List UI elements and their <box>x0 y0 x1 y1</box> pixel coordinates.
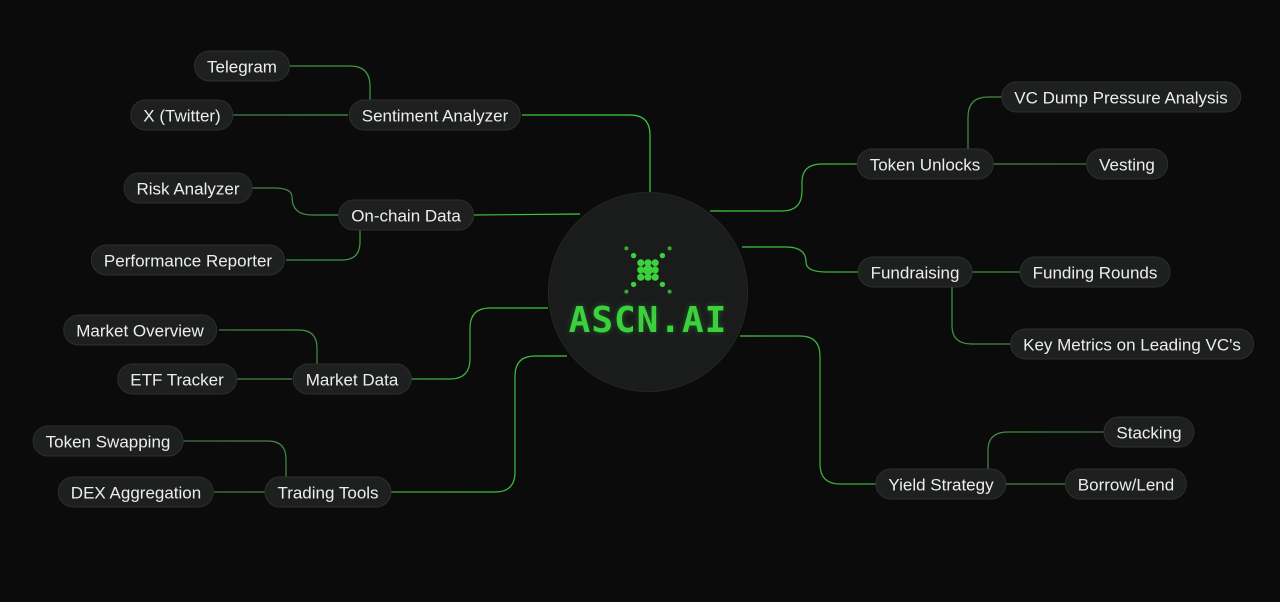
node-x-twitter[interactable]: X (Twitter) <box>130 99 234 131</box>
logo-dot <box>624 289 629 294</box>
node-dex-aggregation[interactable]: DEX Aggregation <box>57 476 215 508</box>
logo-dot <box>659 281 666 288</box>
logo-dot <box>667 246 672 251</box>
logo-dot <box>651 266 659 274</box>
logo-dot <box>659 252 666 259</box>
logo-dot <box>667 289 672 294</box>
logo-dot <box>644 273 652 281</box>
node-performance-reporter[interactable]: Performance Reporter <box>90 244 286 276</box>
link-hub-sentiment <box>522 114 651 192</box>
hub-title: ASCN.AI <box>568 300 728 341</box>
logo-dot <box>651 259 659 267</box>
logo-dot <box>644 259 652 267</box>
center-hub: ASCN.AI <box>548 192 748 392</box>
link-hub-unlocks <box>710 163 858 212</box>
logo-dot <box>630 252 637 259</box>
link-market-overview <box>219 329 318 364</box>
node-market-data[interactable]: Market Data <box>292 363 412 395</box>
link-onchain-performance <box>286 230 361 261</box>
node-etf-tracker[interactable]: ETF Tracker <box>117 363 237 395</box>
link-fundraising-metrics <box>951 287 1011 345</box>
node-sentiment-analyzer[interactable]: Sentiment Analyzer <box>348 99 522 131</box>
node-key-metrics-leading-vcs[interactable]: Key Metrics on Leading VC's <box>1010 328 1254 360</box>
node-risk-analyzer[interactable]: Risk Analyzer <box>123 172 253 204</box>
logo-dot <box>637 266 645 274</box>
node-vc-dump-pressure-analysis[interactable]: VC Dump Pressure Analysis <box>1001 81 1241 113</box>
node-trading-tools[interactable]: Trading Tools <box>264 476 392 508</box>
link-hub-trading <box>391 355 567 493</box>
node-telegram[interactable]: Telegram <box>194 50 290 82</box>
node-borrow-lend[interactable]: Borrow/Lend <box>1064 468 1188 500</box>
node-funding-rounds[interactable]: Funding Rounds <box>1019 256 1171 288</box>
link-hub-yield <box>740 335 876 485</box>
node-on-chain-data[interactable]: On-chain Data <box>338 199 474 231</box>
link-onchain-risk <box>249 187 338 216</box>
link-hub-onchain <box>472 213 581 216</box>
node-token-unlocks[interactable]: Token Unlocks <box>856 148 994 180</box>
link-sentiment-telegram <box>288 65 371 100</box>
node-yield-strategy[interactable]: Yield Strategy <box>875 468 1007 500</box>
logo-dot <box>630 281 637 288</box>
link-unlocks-vc <box>967 96 1003 149</box>
node-fundraising[interactable]: Fundraising <box>857 256 973 288</box>
node-market-overview[interactable]: Market Overview <box>63 314 217 346</box>
node-vesting[interactable]: Vesting <box>1086 148 1168 180</box>
logo-dot <box>624 246 629 251</box>
link-hub-fundraising <box>742 246 859 273</box>
logo-dot <box>637 259 645 267</box>
link-hub-market <box>410 307 548 380</box>
node-token-swapping[interactable]: Token Swapping <box>32 425 184 457</box>
node-stacking[interactable]: Stacking <box>1103 416 1195 448</box>
logo-dot <box>651 273 659 281</box>
link-yield-stacking <box>987 431 1104 469</box>
logo-dot <box>643 265 653 275</box>
x-dot-icon <box>624 246 672 294</box>
logo-dot <box>637 273 645 281</box>
link-trading-swapping <box>183 440 287 477</box>
